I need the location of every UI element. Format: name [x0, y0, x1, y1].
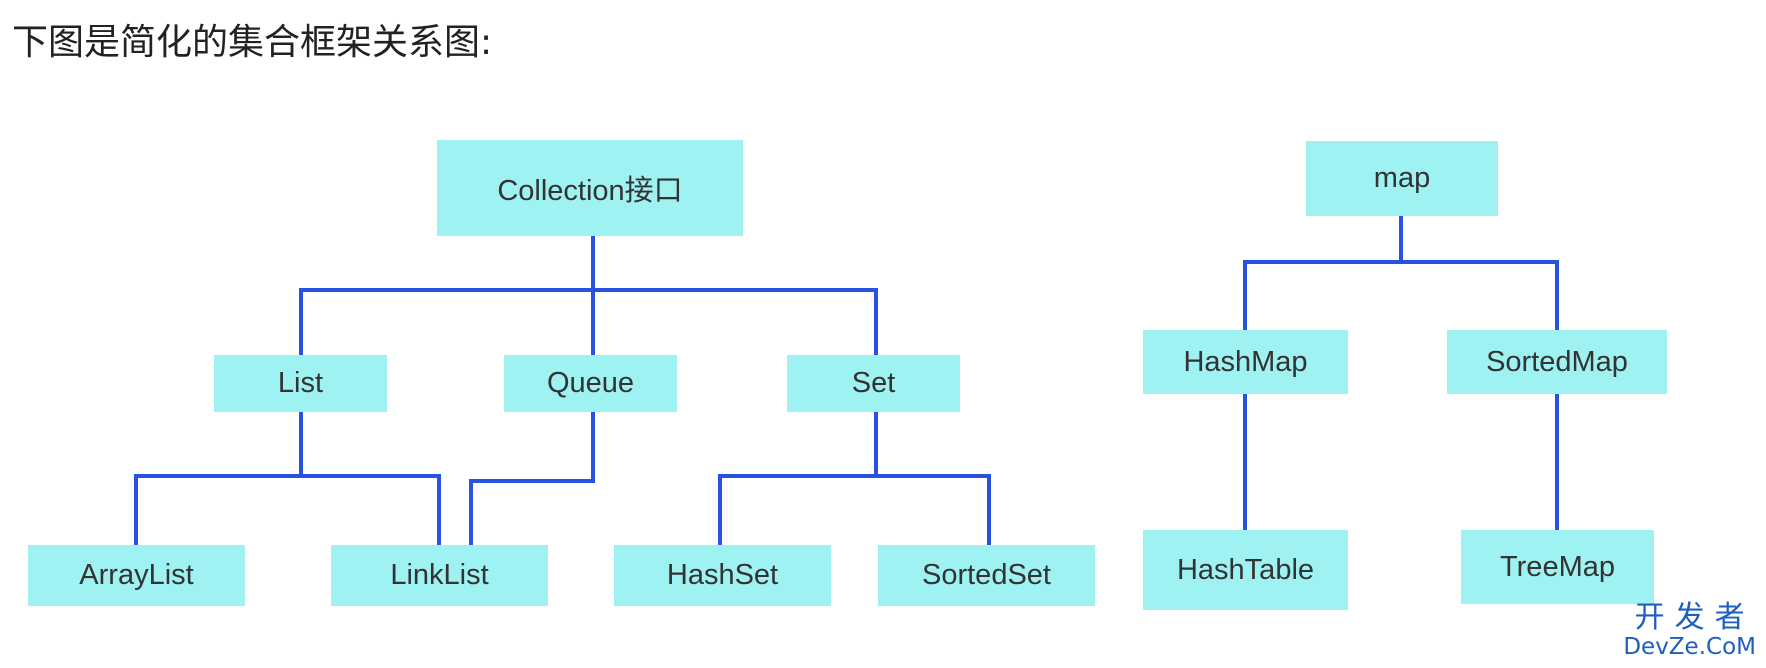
connector-collection-children [299, 234, 878, 357]
connector-map-children [1243, 214, 1559, 332]
watermark-en: DevZe.CoM [1623, 634, 1756, 660]
node-list: List [214, 355, 387, 412]
node-queue: Queue [504, 355, 677, 412]
node-hashmap: HashMap [1143, 330, 1348, 394]
connector-list-children [134, 400, 441, 547]
node-arraylist: ArrayList [28, 545, 245, 606]
node-hashtable: HashTable [1143, 530, 1348, 610]
watermark-cn: 开发者 [1634, 600, 1755, 635]
node-hashset: HashSet [614, 545, 831, 606]
node-treemap: TreeMap [1461, 530, 1654, 604]
connector-queue-linklist [469, 400, 595, 547]
node-map: map [1306, 141, 1498, 216]
node-collection-interface: Collection接口 [437, 140, 743, 236]
node-linklist: LinkList [331, 545, 548, 606]
node-sortedset: SortedSet [878, 545, 1095, 606]
connector-set-children [718, 400, 991, 547]
node-sortedmap: SortedMap [1447, 330, 1667, 394]
node-set: Set [787, 355, 960, 412]
watermark-logo: 开发者 DevZe.CoM [1623, 602, 1756, 661]
page-heading: 下图是简化的集合框架关系图: [12, 22, 493, 63]
